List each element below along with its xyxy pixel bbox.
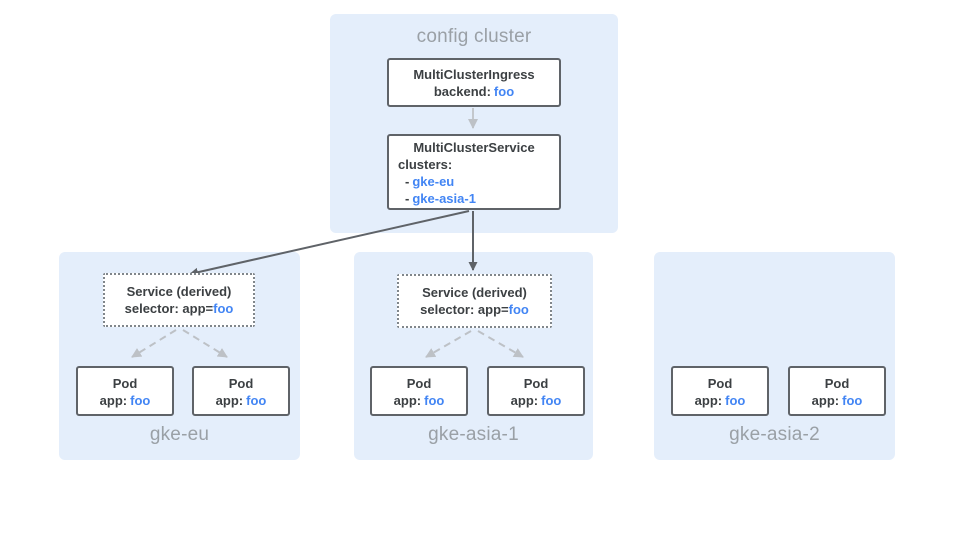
pod-title: Pod bbox=[406, 376, 432, 391]
service-derived-node-gke-eu: Service (derived) selector: app=foo bbox=[103, 273, 255, 327]
service-title: Service (derived) bbox=[126, 284, 232, 299]
pod-app-value: foo bbox=[725, 393, 746, 408]
pod-app-line: app:foo bbox=[194, 392, 288, 409]
pod-title: Pod bbox=[523, 376, 549, 391]
pod-app-value: foo bbox=[541, 393, 562, 408]
multiclusteringress-title: MultiClusterIngress bbox=[413, 67, 535, 82]
service-selector-line: selector: app=foo bbox=[105, 300, 253, 317]
selector-label: selector: app= bbox=[420, 302, 509, 317]
backend-label: backend: bbox=[433, 84, 491, 99]
pod-app-value: foo bbox=[424, 393, 445, 408]
cluster-region-gke-asia-2 bbox=[654, 252, 895, 460]
pod-app-value: foo bbox=[842, 393, 863, 408]
list-dash: - bbox=[405, 174, 410, 189]
pod-app-line: app:foo bbox=[372, 392, 466, 409]
cluster-ref-gke-asia-1: gke-asia-1 bbox=[412, 191, 476, 206]
pod-node-gke-asia-1-1: Pod app:foo bbox=[370, 366, 468, 416]
pod-app-value: foo bbox=[130, 393, 151, 408]
pod-app-label: app: bbox=[99, 393, 128, 408]
selector-value: foo bbox=[213, 301, 234, 316]
pod-app-label: app: bbox=[215, 393, 244, 408]
cluster-list-item: -gke-eu bbox=[389, 173, 559, 190]
pod-node-gke-eu-1: Pod app:foo bbox=[76, 366, 174, 416]
config-cluster-label: config cluster bbox=[416, 26, 532, 47]
list-dash: - bbox=[405, 191, 410, 206]
selector-label: selector: app= bbox=[124, 301, 214, 316]
pod-node-gke-asia-1-2: Pod app:foo bbox=[487, 366, 585, 416]
multiclusteringress-backend-line: backend:foo bbox=[389, 83, 559, 100]
pod-title: Pod bbox=[112, 376, 138, 391]
pod-app-label: app: bbox=[694, 393, 723, 408]
pod-app-line: app:foo bbox=[673, 392, 767, 409]
cluster-label-gke-asia-1: gke-asia-1 bbox=[428, 424, 519, 445]
pod-app-value: foo bbox=[246, 393, 267, 408]
pod-node-gke-asia-2-1: Pod app:foo bbox=[671, 366, 769, 416]
pod-title: Pod bbox=[707, 376, 733, 391]
pod-app-line: app:foo bbox=[790, 392, 884, 409]
pod-app-label: app: bbox=[811, 393, 840, 408]
cluster-ref-gke-eu: gke-eu bbox=[412, 174, 455, 189]
cluster-label-gke-asia-2: gke-asia-2 bbox=[729, 424, 820, 445]
service-derived-node-gke-asia-1: Service (derived) selector: app=foo bbox=[397, 274, 552, 328]
backend-value: foo bbox=[493, 84, 515, 99]
pod-node-gke-eu-2: Pod app:foo bbox=[192, 366, 290, 416]
pod-app-label: app: bbox=[393, 393, 422, 408]
pod-app-label: app: bbox=[510, 393, 539, 408]
multiclusteringress-node: MultiClusterIngress backend:foo bbox=[387, 58, 561, 107]
selector-value: foo bbox=[508, 302, 529, 317]
pod-app-line: app:foo bbox=[489, 392, 583, 409]
service-selector-line: selector: app=foo bbox=[399, 301, 550, 318]
cluster-label-gke-eu: gke-eu bbox=[149, 424, 210, 445]
service-title: Service (derived) bbox=[422, 285, 527, 300]
pod-node-gke-asia-2-2: Pod app:foo bbox=[788, 366, 886, 416]
multiclusterservice-title: MultiClusterService bbox=[413, 140, 535, 155]
cluster-list-item: -gke-asia-1 bbox=[389, 190, 559, 207]
pod-title: Pod bbox=[228, 376, 254, 391]
pod-title: Pod bbox=[824, 376, 850, 391]
clusters-label: clusters: bbox=[398, 157, 453, 172]
pod-app-line: app:foo bbox=[78, 392, 172, 409]
multiclusterservice-node: MultiClusterService clusters: -gke-eu -g… bbox=[387, 134, 561, 210]
